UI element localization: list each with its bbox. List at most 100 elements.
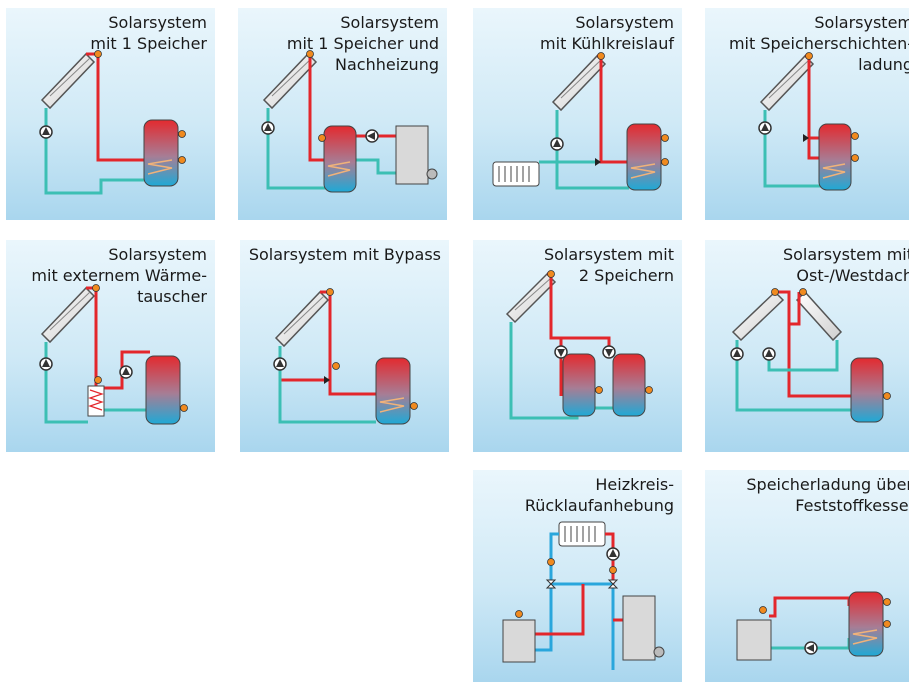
pump-icon: [606, 547, 620, 561]
scheme-tile-return-boost[interactable]: Heizkreis- Rücklaufanhebung: [473, 470, 682, 682]
storage-tank: [818, 123, 852, 191]
solar-collector: [731, 290, 785, 342]
sensor-icon: [851, 154, 859, 162]
sensor-icon: [805, 52, 813, 60]
storage-tank: [145, 355, 181, 425]
sensor-icon: [851, 132, 859, 140]
scheme-title: Solarsystem mit Speicherschichten- ladun…: [728, 13, 909, 74]
pump-icon: [119, 365, 133, 379]
scheme-title: Solarsystem mit 1 Speicher und Nachheizu…: [286, 13, 439, 74]
pump-icon: [758, 121, 772, 135]
storage-tank: [612, 353, 646, 417]
sensor-icon: [410, 402, 418, 410]
scheme-tile-solar-external-hx[interactable]: Solarsystem mit externem Wärme- tauscher: [6, 240, 215, 452]
sensor-icon: [609, 566, 617, 574]
storage-tank: [848, 591, 884, 657]
scheme-tile-solar-stratified[interactable]: Solarsystem mit Speicherschichten- ladun…: [705, 8, 909, 220]
radiator-icon: [492, 161, 540, 187]
sensor-icon: [326, 288, 334, 296]
valve-icon: [595, 158, 601, 166]
sensor-icon: [318, 134, 326, 142]
valve-icon: [607, 579, 619, 589]
sensor-icon: [92, 284, 100, 292]
sensor-icon: [94, 376, 102, 384]
scheme-diagram: [273, 288, 418, 425]
scheme-tile-solar-2-tanks[interactable]: Solarsystem mit 2 Speichern: [473, 240, 682, 452]
boiler: [622, 595, 656, 661]
solar-collector: [759, 54, 815, 112]
valve-icon: [545, 579, 557, 589]
scheme-title: Solarsystem mit Kühlkreislauf: [540, 13, 674, 53]
sensor-icon: [799, 288, 807, 296]
scheme-diagram: [502, 521, 665, 670]
scheme-tile-solid-fuel-loading[interactable]: Speicherladung über Feststoffkessel: [705, 470, 909, 682]
sensor-icon: [883, 620, 891, 628]
sensor-icon: [332, 362, 340, 370]
scheme-diagram: [736, 591, 891, 661]
scheme-title: Solarsystem mit externem Wärme- tauscher: [31, 245, 207, 306]
scheme-title: Solarsystem mit 1 Speicher: [90, 13, 207, 53]
pump-icon: [261, 121, 275, 135]
scheme-diagram: [492, 52, 669, 191]
sensor-icon: [94, 50, 102, 58]
pump-icon: [554, 345, 568, 359]
pump-icon: [39, 125, 53, 139]
storage-tank: [626, 123, 662, 191]
storage-tank: [562, 353, 596, 417]
sensor-icon: [759, 606, 767, 614]
solar-collector: [40, 286, 96, 344]
sensor-icon: [661, 134, 669, 142]
sensor-icon: [661, 158, 669, 166]
solar-collector: [551, 54, 607, 112]
pump-icon: [804, 641, 818, 655]
pump-icon: [273, 357, 287, 371]
solid-fuel-boiler: [736, 619, 772, 661]
pump-icon: [550, 137, 564, 151]
scheme-diagram: [730, 288, 891, 423]
scheme-tile-solar-1-tank-backup[interactable]: Solarsystem mit 1 Speicher und Nachheizu…: [238, 8, 447, 220]
valve-icon: [324, 376, 330, 384]
scheme-title: Speicherladung über Feststoffkessel: [746, 475, 909, 515]
scheme-diagram: [261, 50, 438, 193]
sensor-icon: [771, 288, 779, 296]
scheme-diagram: [39, 50, 186, 195]
scheme-title: Heizkreis- Rücklaufanhebung: [524, 475, 674, 515]
sensor-icon: [515, 610, 523, 618]
scheme-tile-solar-1-tank[interactable]: Solarsystem mit 1 Speicher: [6, 8, 215, 220]
sensor-icon: [178, 156, 186, 164]
storage-tank: [143, 119, 179, 187]
sensor-icon: [883, 392, 891, 400]
sensor-icon: [547, 270, 555, 278]
scheme-diagram: [39, 284, 188, 425]
storage-tank: [850, 357, 884, 423]
storage-tank: [375, 357, 411, 425]
solar-collector: [262, 52, 318, 110]
sensor-icon: [597, 52, 605, 60]
sensor-icon: [547, 558, 555, 566]
solar-collector: [274, 290, 330, 348]
sensor-icon: [178, 130, 186, 138]
scheme-title: Solarsystem mit Bypass: [248, 245, 441, 264]
scheme-diagram: [758, 52, 859, 191]
scheme-diagram: [505, 270, 653, 420]
heat-exchanger-icon: [87, 385, 105, 417]
radiator-icon: [558, 521, 606, 547]
sensor-icon: [306, 50, 314, 58]
solar-collector: [795, 290, 843, 342]
boiler: [395, 125, 429, 185]
valve-icon: [803, 134, 809, 142]
scheme-title: Solarsystem mit 2 Speichern: [543, 245, 674, 285]
scheme-title: Solarsystem mit Ost-/Westdach: [782, 245, 909, 285]
sensor-icon: [645, 386, 653, 394]
sensor-icon: [595, 386, 603, 394]
scheme-tile-solar-east-west[interactable]: Solarsystem mit Ost-/Westdach: [705, 240, 909, 452]
pump-icon: [762, 347, 776, 361]
storage-tank: [323, 125, 357, 193]
pump-icon: [602, 345, 616, 359]
solar-collector: [505, 272, 557, 324]
pump-icon: [730, 347, 744, 361]
scheme-tile-solar-cooling[interactable]: Solarsystem mit Kühlkreislauf: [473, 8, 682, 220]
scheme-tile-solar-bypass[interactable]: Solarsystem mit Bypass: [240, 240, 449, 452]
sensor-icon: [180, 404, 188, 412]
sensor-icon: [883, 598, 891, 606]
